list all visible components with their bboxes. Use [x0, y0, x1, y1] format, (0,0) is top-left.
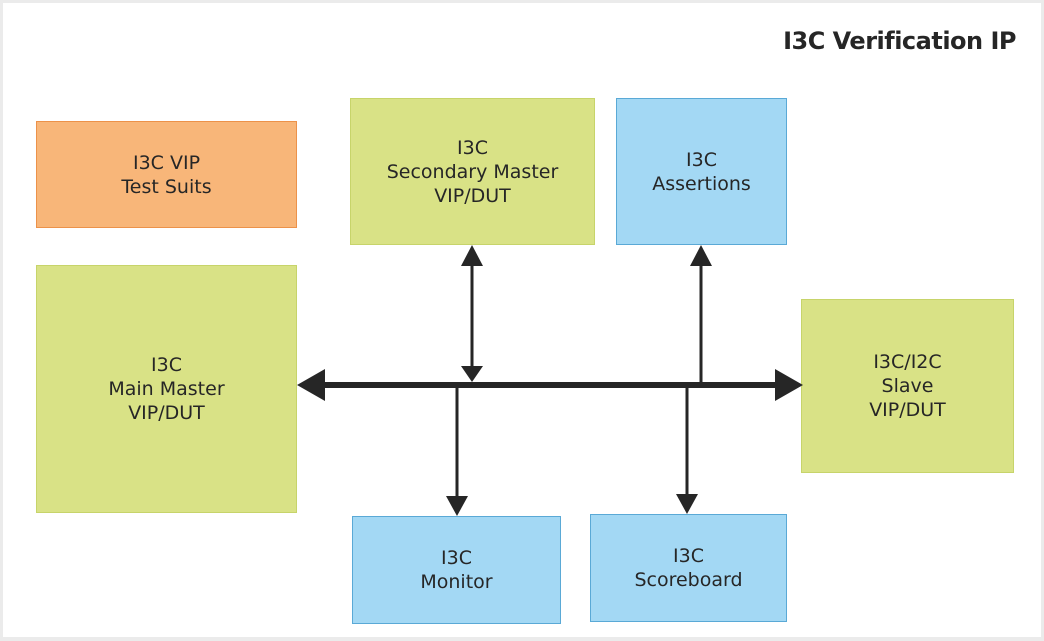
block-slave: I3C/I2C Slave VIP/DUT [801, 299, 1014, 473]
bus-arrow-right-icon [775, 369, 803, 401]
arrow-up-icon [461, 245, 483, 266]
block-main-master: I3C Main Master VIP/DUT [36, 265, 297, 513]
arrow-down-icon [461, 366, 483, 382]
arrow-down-icon [676, 494, 698, 514]
block-monitor: I3C Monitor [352, 516, 561, 624]
bus-arrow-left-icon [297, 369, 325, 401]
block-secondary-master: I3C Secondary Master VIP/DUT [350, 98, 595, 245]
block-test-suits: I3C VIP Test Suits [36, 121, 297, 228]
arrow-down-icon [446, 496, 468, 516]
arrow-up-icon [690, 245, 712, 266]
block-scoreboard: I3C Scoreboard [590, 514, 787, 622]
block-assertions: I3C Assertions [616, 98, 787, 245]
diagram-title: I3C Verification IP [783, 27, 1016, 55]
